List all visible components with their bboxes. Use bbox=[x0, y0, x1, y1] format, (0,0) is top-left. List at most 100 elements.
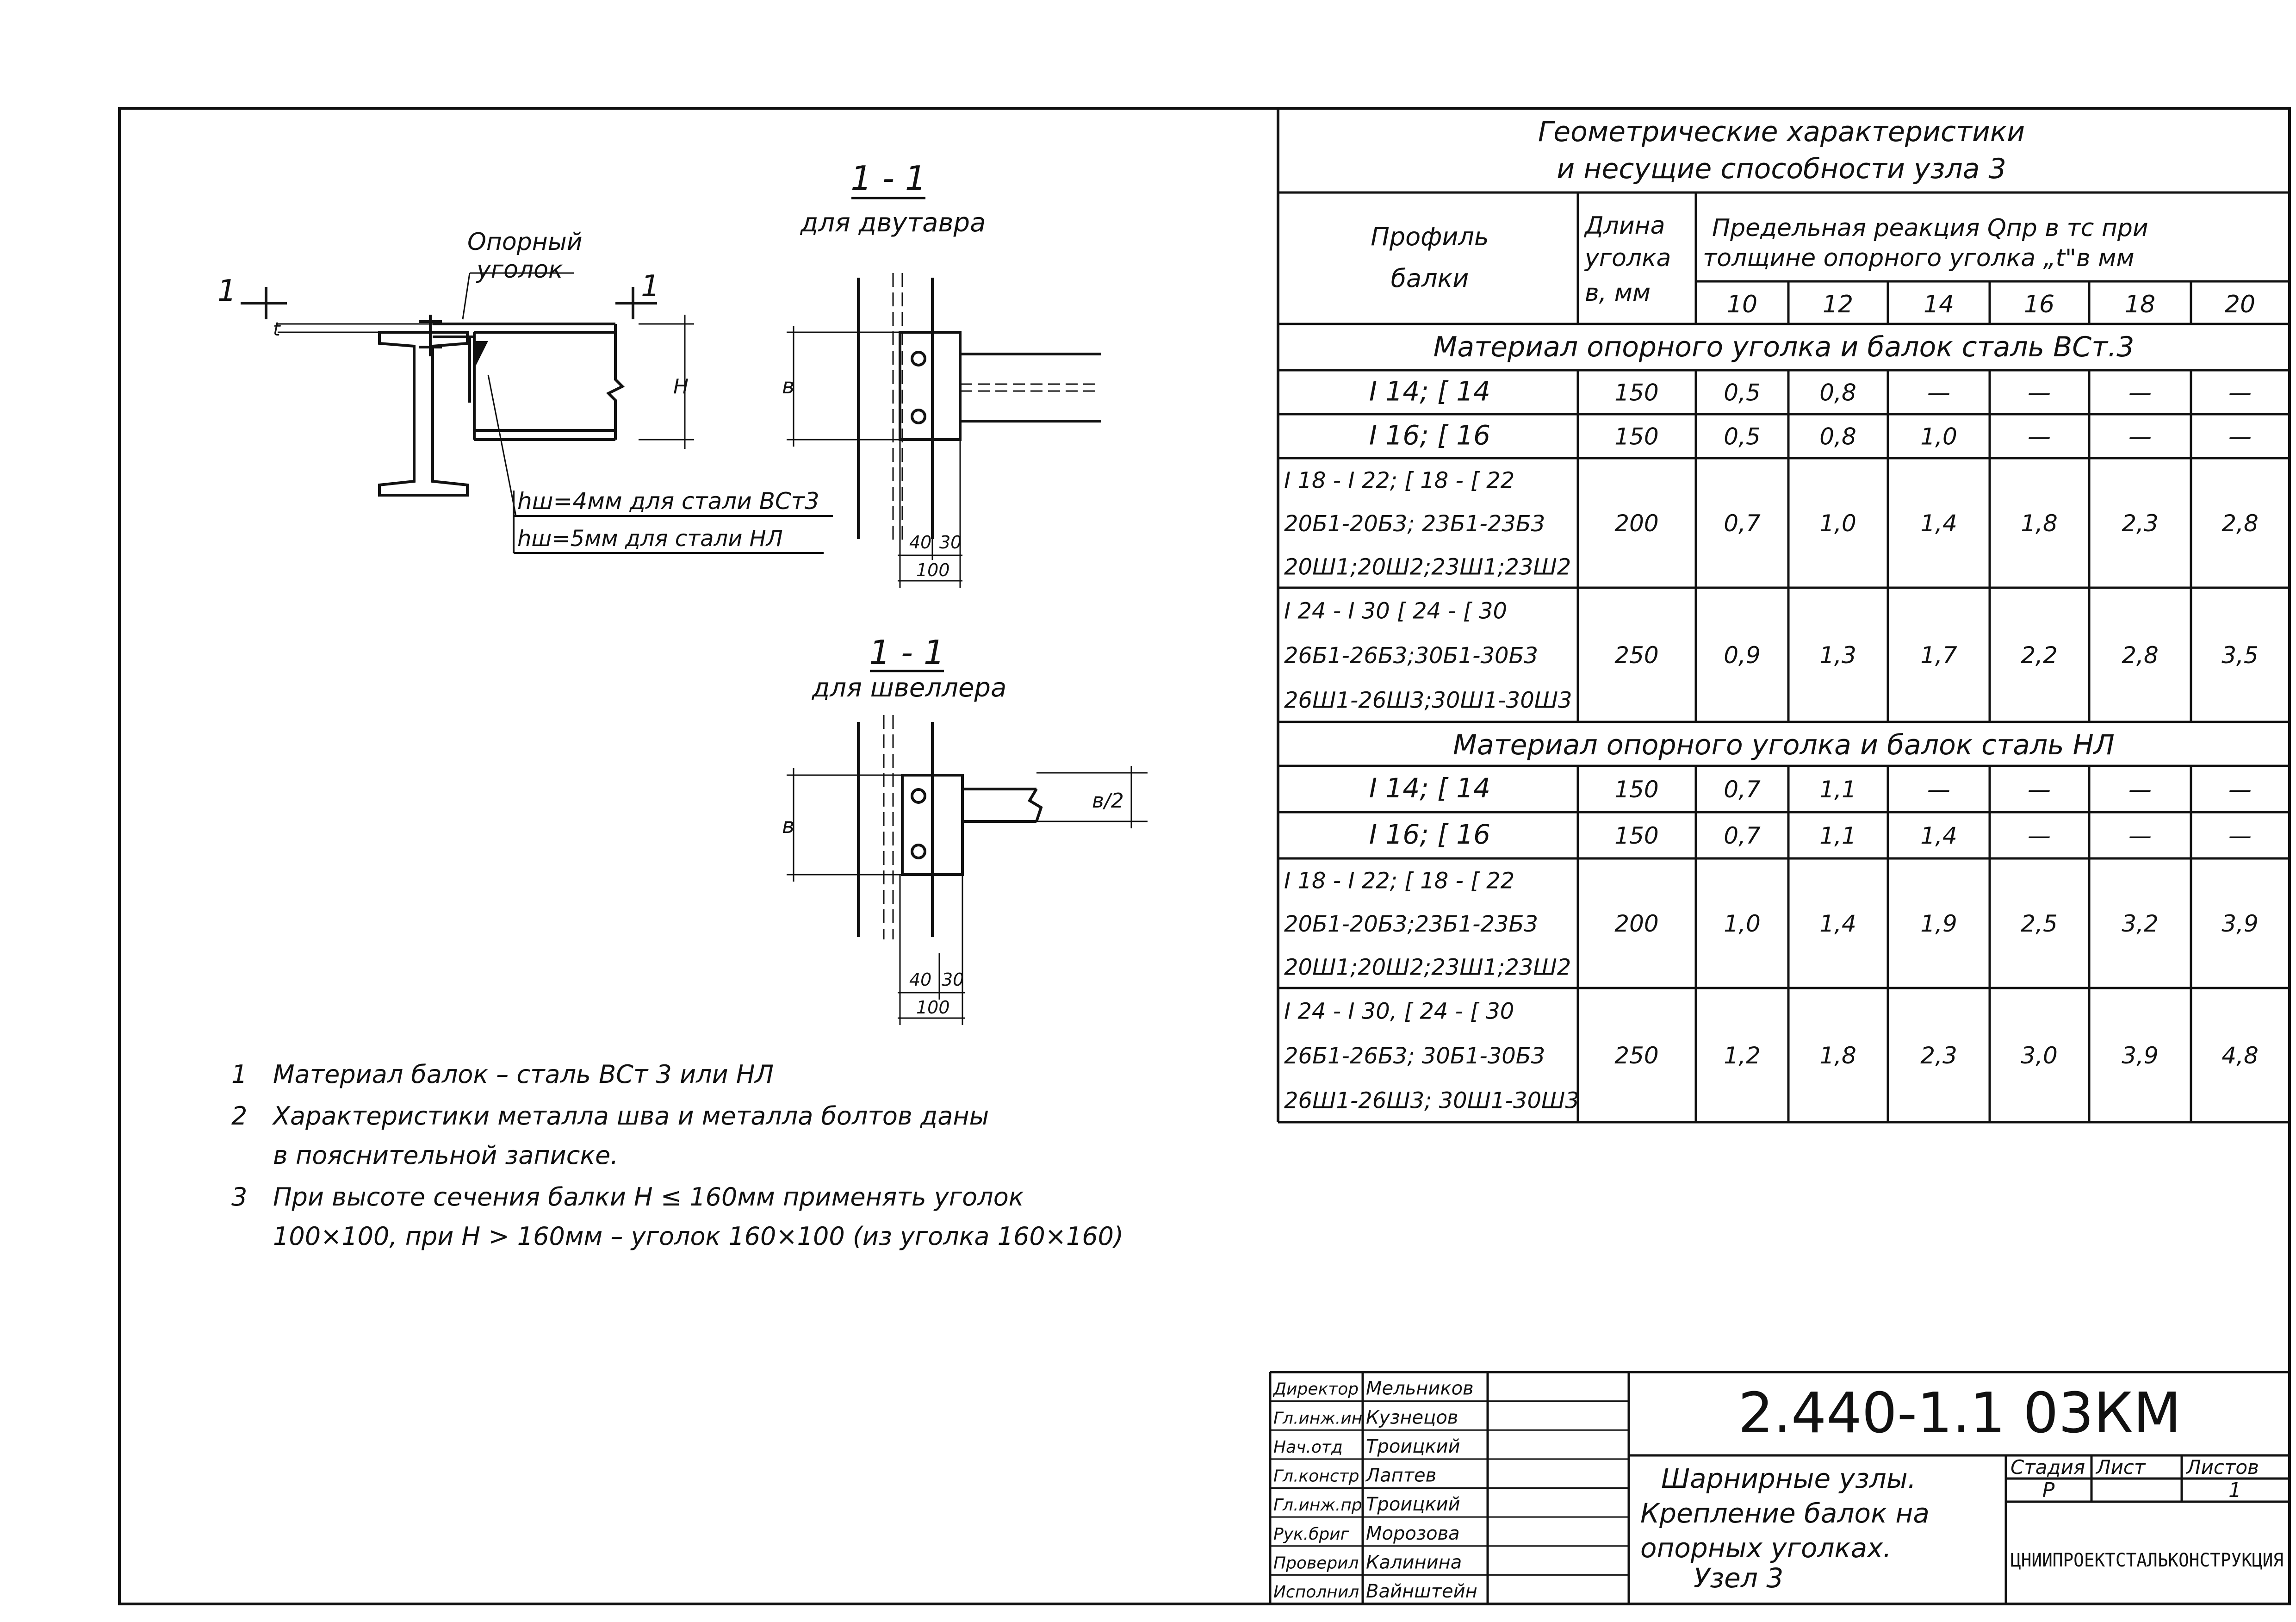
section2-mark: 1 - 1 bbox=[869, 633, 944, 672]
stage-value: Р bbox=[2042, 1479, 2055, 1502]
weld-note-1: hш=4мм для стали ВСт3 bbox=[517, 488, 819, 515]
dim-30-2: 30 bbox=[942, 969, 964, 990]
dim-b-2: в bbox=[782, 813, 794, 838]
value-cell: 1,0 bbox=[1819, 510, 1856, 537]
weld-note-2: hш=5мм для стали НЛ bbox=[517, 526, 783, 552]
role-cell: Исполнил bbox=[1273, 1583, 1359, 1602]
value-cell: 0,8 bbox=[1819, 379, 1856, 406]
role-cell: Гл.инж.ин bbox=[1273, 1409, 1362, 1428]
value-cell: 1,1 bbox=[1819, 822, 1856, 849]
profile-cell: I 16; [ 16 bbox=[1369, 819, 1490, 850]
value-cell: 3,2 bbox=[2122, 910, 2159, 937]
value-cell: 1,7 bbox=[1920, 642, 1957, 669]
name-cell: Троицкий bbox=[1366, 1436, 1460, 1457]
profile-cell: 26Ш1-26Ш3; 30Ш1-30Ш3 bbox=[1284, 1088, 1579, 1114]
header-length-3: в, мм bbox=[1585, 279, 1651, 307]
value-cell: — bbox=[2228, 379, 2252, 406]
header-reaction-1: Предельная реакция Qпр в тс при bbox=[1712, 214, 2148, 242]
length-cell: 250 bbox=[1614, 1042, 1658, 1069]
value-cell: 1,9 bbox=[1920, 910, 1957, 937]
value-cell: — bbox=[2028, 822, 2051, 849]
value-cell: 3,9 bbox=[2122, 1042, 2159, 1069]
value-cell: 1,8 bbox=[2021, 510, 2058, 537]
profile-cell: 26Ш1-26Ш3;30Ш1-30Ш3 bbox=[1284, 688, 1572, 714]
section-i-beam bbox=[787, 273, 1101, 588]
profile-cell: 26Б1-26Б3;30Б1-30Б3 bbox=[1284, 643, 1538, 669]
profile-cell: I 14; [ 14 bbox=[1369, 772, 1490, 804]
value-cell: — bbox=[2128, 423, 2152, 450]
value-cell: 1,4 bbox=[1920, 510, 1957, 537]
value-cell: 0,7 bbox=[1724, 822, 1761, 849]
section2-title: Материал опорного уголка и балок сталь Н… bbox=[1453, 729, 2115, 761]
value-cell: 0,9 bbox=[1724, 642, 1761, 669]
stage-label: Стадия bbox=[2011, 1456, 2085, 1479]
name-cell: Морозова bbox=[1366, 1523, 1460, 1544]
value-cell: 0,7 bbox=[1724, 510, 1761, 537]
dim-100-2: 100 bbox=[916, 997, 950, 1018]
value-cell: 3,5 bbox=[2222, 642, 2259, 669]
section2-caption: для швеллера bbox=[812, 673, 1007, 703]
value-cell: 1,0 bbox=[1920, 423, 1957, 450]
value-cell: 0,8 bbox=[1819, 423, 1856, 450]
role-cell: Гл.инж.пр bbox=[1273, 1496, 1362, 1515]
value-cell: 1,2 bbox=[1724, 1042, 1761, 1069]
support-angle-label-2: уголок bbox=[476, 256, 563, 284]
length-cell: 200 bbox=[1614, 510, 1658, 537]
note-2-line1: Характеристики металла шва и металла бол… bbox=[272, 1101, 989, 1131]
value-cell: 2,8 bbox=[2222, 510, 2259, 537]
note-1-num: 1 bbox=[231, 1060, 247, 1089]
thickness-20: 20 bbox=[2225, 291, 2255, 318]
note-3-num: 3 bbox=[231, 1182, 247, 1212]
section1-caption: для двутавра bbox=[800, 208, 986, 238]
value-cell: — bbox=[1927, 776, 1950, 803]
profile-cell: 20Б1-20Б3;23Б1-23Б3 bbox=[1284, 911, 1538, 937]
section-channel bbox=[787, 715, 1148, 1025]
dim-b-1: в bbox=[782, 373, 794, 398]
value-cell: 4,8 bbox=[2222, 1042, 2259, 1069]
role-cell: Проверил bbox=[1273, 1554, 1359, 1572]
thickness-headers: 10 12 14 16 18 20 bbox=[1727, 291, 2255, 318]
value-cell: — bbox=[2228, 423, 2252, 450]
value-cell: — bbox=[2228, 776, 2252, 803]
thickness-14: 14 bbox=[1924, 291, 1954, 318]
profile-cell: I 14; [ 14 bbox=[1369, 376, 1490, 407]
value-cell: 2,3 bbox=[1920, 1042, 1957, 1069]
profile-cell: I 16; [ 16 bbox=[1369, 420, 1490, 451]
value-cell: 3,9 bbox=[2222, 910, 2259, 937]
value-cell: — bbox=[2128, 822, 2152, 849]
value-cell: 0,5 bbox=[1724, 423, 1761, 450]
value-cell: — bbox=[2228, 822, 2252, 849]
length-cell: 150 bbox=[1614, 776, 1658, 803]
header-profile-2: балки bbox=[1391, 264, 1469, 293]
organization-name: ЦНИИПРОЕКТСТАЛЬКОНСТРУКЦИЯ bbox=[2011, 1550, 2284, 1571]
role-cell: Гл.констр bbox=[1273, 1467, 1359, 1486]
support-angle-label-1: Опорный bbox=[467, 228, 583, 256]
note-1-line1: Материал балок – сталь ВСт 3 или НЛ bbox=[273, 1060, 774, 1089]
value-cell: — bbox=[2128, 776, 2152, 803]
length-cell: 150 bbox=[1614, 379, 1658, 406]
dim-t: t bbox=[273, 319, 281, 340]
value-cell: 3,0 bbox=[2021, 1042, 2058, 1069]
dim-30-1: 30 bbox=[939, 532, 962, 553]
name-cell: Кузнецов bbox=[1366, 1407, 1458, 1428]
role-cell: Нач.отд bbox=[1273, 1438, 1343, 1457]
note-3-line2: 100×100, при H > 160мм – уголок 160×100 … bbox=[273, 1222, 1123, 1251]
thickness-10: 10 bbox=[1727, 291, 1757, 318]
value-cell: 1,4 bbox=[1819, 910, 1856, 937]
thickness-16: 16 bbox=[2024, 291, 2054, 318]
profile-cell: I 18 - I 22; [ 18 - [ 22 bbox=[1284, 468, 1514, 494]
value-cell: 2,8 bbox=[2122, 642, 2159, 669]
dim-100-1: 100 bbox=[916, 560, 950, 580]
value-cell: 1,3 bbox=[1819, 642, 1856, 669]
profile-cell: I 24 - I 30 [ 24 - [ 30 bbox=[1284, 598, 1507, 624]
sheet-frame bbox=[118, 107, 2291, 1605]
description-line4: Узел 3 bbox=[1694, 1562, 1783, 1594]
section1-mark: 1 - 1 bbox=[850, 159, 926, 198]
value-cell: 1,1 bbox=[1819, 776, 1856, 803]
dim-H: H bbox=[673, 375, 689, 398]
dim-40-1: 40 bbox=[909, 532, 931, 553]
